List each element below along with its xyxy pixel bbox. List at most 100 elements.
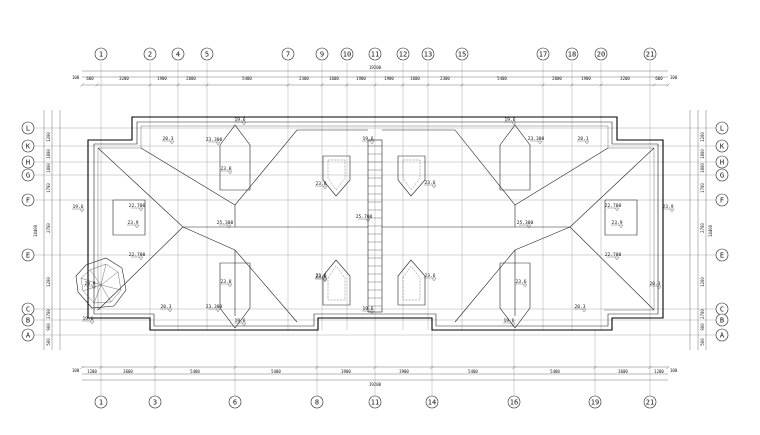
grid-bubble-bottom-label: 6 — [233, 399, 237, 407]
dim-top-segment: 2300 — [299, 76, 309, 81]
dim-left-segment: 2700 — [46, 309, 51, 319]
grid-bubble-right — [715, 121, 729, 135]
grid-bubble-bottom-label: 8 — [315, 399, 319, 407]
dim-top-segment: 1900 — [581, 76, 591, 81]
round-tower — [75, 257, 127, 309]
grid-bubble-right-label: C — [720, 306, 724, 314]
grid-bubble-bottom-label: 14 — [428, 399, 436, 407]
grid-bubble-left-label: C — [26, 306, 30, 314]
roof-outline — [87, 116, 664, 331]
grid-bubble-right-label: A — [720, 332, 725, 340]
dim-right-segment: 1700 — [700, 183, 705, 193]
dim-top-segment: 2000 — [552, 76, 562, 81]
grid-bubble-left — [21, 193, 35, 207]
dim-top-segment: 1900 — [356, 76, 366, 81]
elevation-label: 23.300 — [206, 304, 223, 310]
grid-bubble-right-label: G — [720, 172, 724, 180]
dim-bottom-segment: 5400 — [468, 369, 478, 374]
elevation-label: 19.6 — [72, 204, 83, 210]
elevation-label: 22.700 — [129, 252, 146, 258]
grid-bubble-left-label: K — [26, 143, 31, 151]
roof-ridges — [97, 129, 655, 323]
elevation-label: 23.9 — [84, 281, 95, 287]
grid-bubble-bottom — [588, 395, 602, 409]
grid-bubble-bottom-label: 11 — [371, 399, 379, 407]
dim-left-segment: 1200 — [46, 277, 51, 287]
grid-bubble-top — [536, 47, 550, 61]
dim-top-total: 19200 — [369, 65, 382, 70]
grid-bubble-left-label: H — [26, 159, 30, 167]
grid-bubble-left — [21, 168, 35, 182]
grid-bubble-top — [565, 47, 579, 61]
dim-top-segment: 2000 — [186, 76, 196, 81]
grid-bubble-top — [421, 47, 435, 61]
dim-bottom-side-right: 100 — [670, 368, 678, 373]
grid-bubble-bottom-label: 21 — [646, 399, 654, 407]
grid-bubble-right — [715, 155, 729, 169]
elevation-label: 20.3 — [160, 304, 171, 310]
dim-left-segment: 1700 — [46, 183, 51, 193]
grid-bubble-right-label: H — [720, 159, 724, 167]
grid-bubble-right — [715, 328, 729, 342]
elevation-label: 19.6 — [234, 117, 245, 123]
dim-right-total: 14400 — [708, 224, 713, 237]
grid-bubble-top-label: 20 — [597, 51, 605, 59]
grid-bubble-left-label: E — [26, 252, 30, 260]
grid-bubble-left — [21, 139, 35, 153]
grid-bubble-top — [171, 47, 185, 61]
elevation-label: 22.700 — [129, 203, 146, 209]
dormers — [112, 124, 638, 329]
grid-bubble-bottom — [507, 395, 521, 409]
grid-bubble-bottom — [425, 395, 439, 409]
dim-right-segment: 1800 — [700, 163, 705, 173]
grid-bubble-right-label: B — [720, 317, 724, 325]
grid-bubble-top — [455, 47, 469, 61]
elevation-label: 25.300 — [517, 220, 534, 226]
dim-bottom-total: 19200 — [369, 382, 382, 387]
grid-bubble-bottom-label: 19 — [591, 399, 599, 407]
elevation-label: 23.9 — [127, 220, 138, 226]
elevation-label: 23.8 — [315, 181, 326, 187]
grid-bubble-left-label: B — [26, 317, 30, 325]
elevation-label: 23.9 — [611, 220, 622, 226]
dim-bottom-segment: 3900 — [399, 369, 409, 374]
elevation-label: 25.300 — [217, 220, 234, 226]
grid-bubble-bottom — [368, 395, 382, 409]
grid-bubble-top-label: 10 — [343, 51, 351, 59]
elevation-label: 23.8 — [315, 274, 326, 280]
grid-bubble-bottom-label: 3 — [153, 399, 157, 407]
grid-bubble-top — [315, 47, 329, 61]
grid-bubble-top — [396, 47, 410, 61]
elevation-label: 19.6 — [362, 136, 373, 142]
dim-left-segment: 1800 — [46, 163, 51, 173]
elevation-label: 20.3 — [574, 304, 585, 310]
grid-bubble-left-label: F — [26, 197, 30, 205]
dim-left-total: 14400 — [33, 224, 38, 237]
dim-right-segment: 1200 — [700, 277, 705, 287]
elevation-label: 19.6 — [82, 316, 93, 322]
grid-bubble-bottom — [228, 395, 242, 409]
dim-bottom-segment: 5400 — [190, 369, 200, 374]
grid-bubble-top — [340, 47, 354, 61]
grid-bubble-left-label: L — [26, 125, 30, 133]
elevation-label: 19.6 — [503, 318, 514, 324]
elevation-label: 23.8 — [220, 279, 231, 285]
elevation-label: 23.300 — [528, 136, 545, 142]
dim-right-segment: 2700 — [700, 309, 705, 319]
grid-bubble-left — [21, 121, 35, 135]
grid-bubble-right — [715, 139, 729, 153]
grid-bubble-right-label: L — [720, 125, 724, 133]
grid-bubble-top — [143, 47, 157, 61]
dim-right-segment: 2700 — [700, 223, 705, 233]
grid-bubble-top-label: 15 — [458, 51, 466, 59]
elevation-label: 23.6 — [315, 273, 326, 279]
elevation-label: 25.700 — [356, 214, 373, 220]
dim-top-segment: 1600 — [329, 76, 339, 81]
grid-bubble-top-label: 5 — [205, 51, 209, 59]
dim-bottom-segment: 3600 — [123, 369, 133, 374]
grid-bubble-bottom — [310, 395, 324, 409]
